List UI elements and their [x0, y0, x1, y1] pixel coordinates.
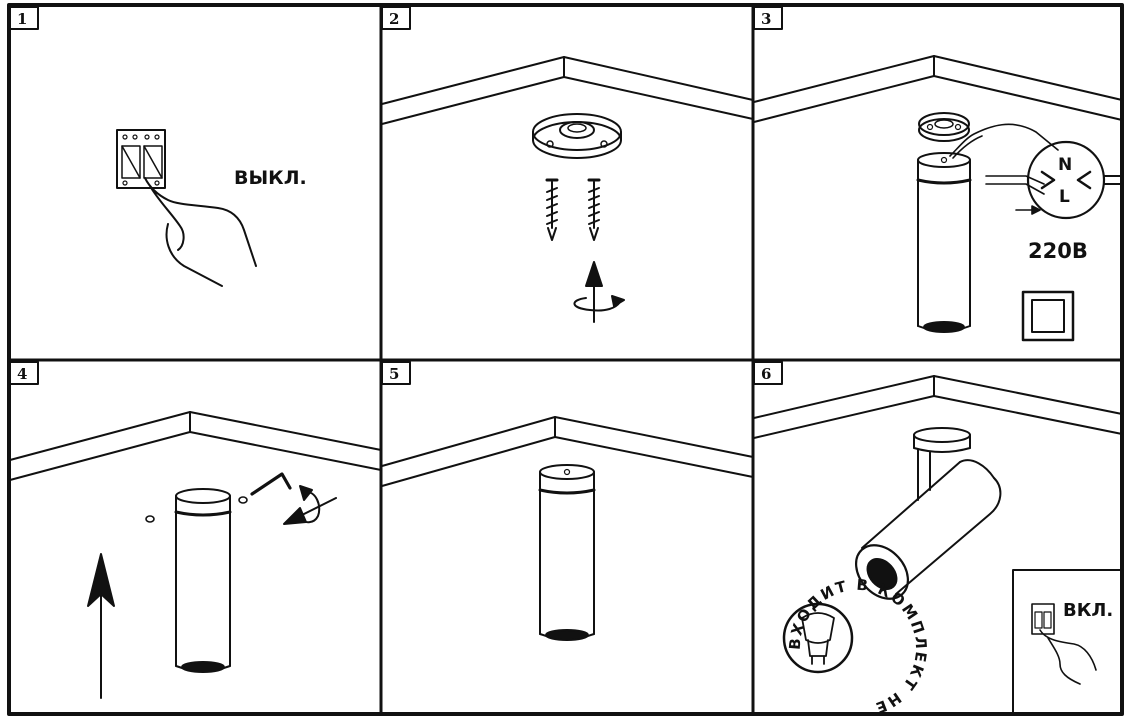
wall-switch-icon: [1023, 292, 1073, 340]
step-number: 5: [389, 365, 399, 383]
step-number: 6: [761, 365, 771, 383]
step-number: 3: [761, 10, 771, 28]
step-number: 1: [17, 10, 27, 28]
ceiling-corner: [382, 417, 753, 466]
neutral-label: N: [1058, 155, 1072, 175]
panel-3: 3: [754, 7, 1122, 340]
hand-icon: [1040, 630, 1096, 684]
step-number: 2: [389, 10, 399, 28]
set-screw-icon: [146, 516, 154, 522]
panel-6: 6 ВХОДИТ В КОМПЛЕКТ НЕ: [754, 362, 1122, 717]
voltage-label: 220В: [1028, 239, 1088, 263]
set-screw-icon: [239, 497, 247, 503]
panel-4: 4: [10, 362, 381, 698]
lamp-cylinder: [918, 153, 970, 332]
hand-icon: [145, 178, 256, 286]
mounting-plate: [533, 114, 621, 158]
screw-icon: [547, 180, 557, 240]
bulb-notice: ВХОДИТ В КОМПЛЕКТ НЕ: [784, 576, 930, 718]
junction-box: [1028, 142, 1122, 218]
bulb-not-included-notice: ВХОДИТ В КОМПЛЕКТ НЕ: [786, 576, 931, 718]
wire-icon: [950, 124, 1058, 214]
ceiling-corner-lower: [382, 77, 753, 124]
lamp-cylinder: [540, 465, 594, 640]
wall-switch-off: [117, 130, 165, 188]
screw-icon: [589, 180, 599, 240]
panel-2: 2: [382, 7, 753, 322]
ceiling-corner: [754, 56, 1122, 102]
on-label: ВКЛ.: [1063, 600, 1113, 621]
mounting-plate: [919, 113, 969, 141]
panel-5: 5: [382, 362, 753, 640]
live-label: L: [1059, 187, 1070, 207]
ceiling-corner: [10, 412, 381, 460]
ceiling-corner-lower: [754, 76, 1122, 122]
lamp-cylinder: [176, 489, 230, 672]
panel-1: 1 ВЫКЛ.: [10, 7, 307, 286]
hex-key-icon: [252, 474, 290, 494]
rotate-arrow-icon: [284, 486, 336, 524]
step-number: 4: [17, 365, 27, 383]
up-arrow-icon: [88, 554, 114, 698]
off-label: ВЫКЛ.: [234, 167, 307, 189]
ceiling-corner: [382, 57, 753, 104]
inset-switch-on: [1013, 570, 1122, 714]
rotate-up-arrow-icon: [574, 262, 624, 322]
